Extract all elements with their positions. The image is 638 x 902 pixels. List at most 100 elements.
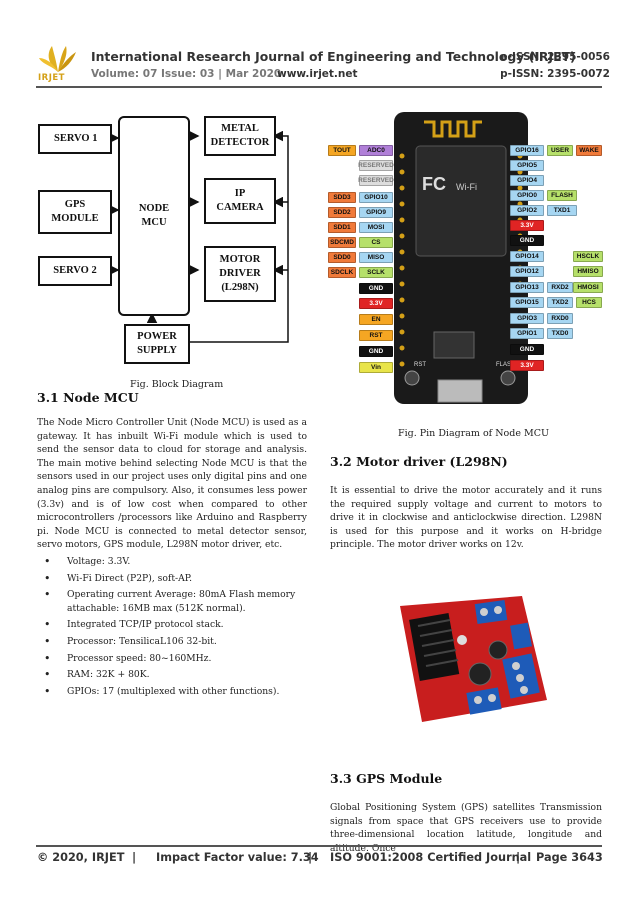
list-item: GPIOs: 17 (multiplexed with other functi…: [37, 685, 307, 699]
pin-label: CS: [359, 237, 393, 248]
pin-label: 3.3V: [510, 360, 544, 371]
pin-label: GPIO3: [510, 313, 544, 324]
pin-label: TXD1: [547, 205, 577, 216]
pin-label: ADC0: [359, 145, 393, 156]
l298n-graphic: [400, 596, 547, 722]
gps-module-paragraph: Global Positioning System (GPS) satellit…: [330, 802, 602, 854]
pin-label: GPIO5: [510, 160, 544, 171]
node-mcu-specs-list: Voltage: 3.3V. Wi-Fi Direct (P2P), soft-…: [37, 555, 307, 701]
pin-label: MISO: [359, 252, 393, 263]
list-item: Operating current Average: 80mA Flash me…: [37, 588, 307, 615]
pin-label: GND: [359, 283, 393, 294]
pin-label: SDD0: [328, 252, 356, 263]
pin-label: GPIO16: [510, 145, 544, 156]
pin-label: RESERVED: [358, 175, 394, 186]
svg-text:Wi-Fi: Wi-Fi: [456, 182, 477, 192]
block-diagram-caption: Fig. Block Diagram: [130, 379, 224, 390]
section-heading-motor-driver: 3.2 Motor driver (L298N): [330, 454, 508, 469]
pin-diagram-caption: Fig. Pin Diagram of Node MCU: [398, 428, 549, 439]
footer-separator: |: [132, 851, 137, 864]
pin-label: GPIO13: [510, 282, 544, 293]
section-heading-node-mcu: 3.1 Node MCU: [37, 390, 139, 405]
pin-label: TXD0: [547, 328, 573, 339]
pin-label: GPIO9: [359, 207, 393, 218]
header-divider: [36, 86, 602, 88]
journal-title: International Research Journal of Engine…: [91, 49, 576, 64]
gps-module-box: GPS MODULE: [38, 190, 112, 234]
section-heading-gps-module: 3.3 GPS Module: [330, 771, 443, 786]
eissn: e-ISSN: 2395-0056: [500, 51, 611, 63]
pin-label: RST: [359, 330, 393, 341]
pin-label: RXD2: [547, 282, 573, 293]
footer-separator: |: [308, 851, 313, 864]
flash-label: FLASH: [496, 362, 516, 368]
metal-detector-box: METAL DETECTOR: [204, 116, 276, 156]
website-link[interactable]: www.irjet.net: [277, 68, 358, 80]
servo1-box: SERVO 1: [38, 124, 112, 154]
pin-label: Vin: [359, 362, 393, 373]
pin-label: GPIO12: [510, 266, 544, 277]
pin-label: GPIO4: [510, 175, 544, 186]
rst-label: RST: [414, 362, 426, 368]
list-item: Processor: TensilicaL106 32-bit.: [37, 635, 307, 649]
block-diagram-connectors: [109, 130, 289, 343]
pin-label: GPIO1: [510, 328, 544, 339]
pin-label: GND: [359, 346, 393, 357]
pin-label: GND: [510, 344, 544, 355]
footer-copyright: © 2020, IRJET: [37, 851, 125, 864]
pin-label: TOUT: [328, 145, 356, 156]
pin-label: GPIO15: [510, 297, 544, 308]
motor-driver-box: MOTOR DRIVER (L298N): [204, 246, 276, 302]
svg-text:FC: FC: [422, 174, 446, 194]
power-supply-box: POWER SUPPLY: [124, 324, 190, 364]
footer-divider: [36, 845, 602, 847]
list-item: Voltage: 3.3V.: [37, 555, 307, 569]
pin-label: 3.3V: [510, 220, 544, 231]
nodemcu-board-image: FC Wi-Fi: [394, 112, 528, 404]
pin-label: HMISO: [573, 266, 603, 277]
block-diagram: SERVO 1 GPS MODULE SERVO 2 NODE MCU META…: [30, 110, 320, 375]
pin-label: SDD1: [328, 222, 356, 233]
logo-leaf-icon: [39, 46, 76, 72]
pin-label: RESERVED: [358, 160, 394, 171]
volume-issue: Volume: 07 Issue: 03 | Mar 2020: [91, 68, 282, 80]
pin-label: 3.3V: [359, 298, 393, 309]
pin-label: MOSI: [359, 222, 393, 233]
pin-label: GPIO14: [510, 251, 544, 262]
list-item: Integrated TCP/IP protocol stack.: [37, 618, 307, 632]
ip-camera-box: IP CAMERA: [204, 178, 276, 224]
footer-impact-factor: Impact Factor value: 7.34: [156, 851, 319, 864]
pin-label: TXD2: [547, 297, 573, 308]
pin-label: GPIO2: [510, 205, 544, 216]
irjet-logo: [38, 44, 78, 74]
pin-label: SCLK: [359, 267, 393, 278]
logo-text: IRJET: [38, 73, 65, 83]
node-mcu-box: NODE MCU: [118, 116, 190, 316]
pin-label: HSCLK: [573, 251, 603, 262]
list-item: Wi-Fi Direct (P2P), soft-AP.: [37, 572, 307, 586]
servo2-box: SERVO 2: [38, 256, 112, 286]
pin-label: SDD2: [328, 207, 356, 218]
motor-driver-paragraph: It is essential to drive the motor accur…: [330, 485, 602, 551]
pin-label: RXD0: [547, 313, 573, 324]
list-item: Processor speed: 80~160MHz.: [37, 652, 307, 666]
pin-label: WAKE: [576, 145, 602, 156]
pin-label: SDCMD: [328, 237, 356, 248]
node-mcu-paragraph: The Node Micro Controller Unit (Node MCU…: [37, 417, 307, 551]
pissn: p-ISSN: 2395-0072: [500, 68, 610, 80]
node-mcu-pin-diagram: FC Wi-Fi RST FLASH TOUT SDD3 SDD2 SDD1 S…: [328, 106, 604, 416]
pin-label: EN: [359, 314, 393, 325]
board-graphic: FC Wi-Fi: [399, 120, 523, 403]
pin-label: SDCLK: [328, 267, 356, 278]
pin-label: GPIO0: [510, 190, 544, 201]
pin-label: HCS: [576, 297, 602, 308]
pin-label: USER: [547, 145, 573, 156]
pin-label: GND: [510, 235, 544, 246]
footer-iso: ISO 9001:2008 Certified Journal: [330, 851, 532, 864]
list-item: RAM: 32K + 80K.: [37, 668, 307, 682]
l298n-board-image: [382, 596, 552, 726]
pin-label: FLASH: [547, 190, 577, 201]
pin-label: HMOSI: [573, 282, 603, 293]
footer-separator: |: [516, 851, 521, 864]
pin-label: SDD3: [328, 192, 356, 203]
